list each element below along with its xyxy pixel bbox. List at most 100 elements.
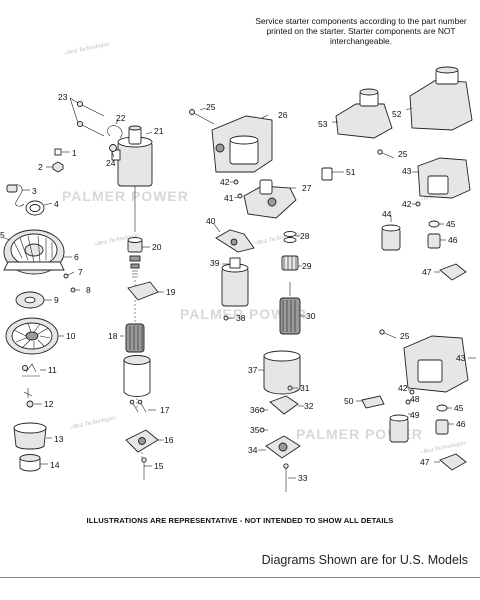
callout-51: 51 bbox=[346, 167, 356, 177]
part-23 bbox=[69, 97, 105, 137]
part-1 bbox=[54, 148, 70, 156]
part-31 bbox=[287, 385, 298, 391]
part-25-mid bbox=[379, 329, 397, 339]
part-14 bbox=[19, 454, 48, 472]
callout-47b: 47 bbox=[420, 457, 430, 467]
part-43-bottom bbox=[403, 335, 476, 393]
callout-23: 23 bbox=[58, 92, 68, 102]
part-27 bbox=[243, 179, 297, 219]
part-13 bbox=[13, 422, 52, 450]
callout-39: 39 bbox=[210, 258, 220, 268]
callout-15: 15 bbox=[154, 461, 164, 471]
callout-30: 30 bbox=[306, 311, 316, 321]
part-9 bbox=[15, 291, 52, 309]
callout-42c: 42 bbox=[398, 383, 408, 393]
callout-35: 35 bbox=[250, 425, 260, 435]
callout-47a: 47 bbox=[422, 267, 432, 277]
gear-stack bbox=[129, 255, 141, 322]
callout-25b: 25 bbox=[398, 149, 408, 159]
callout-28: 28 bbox=[300, 231, 310, 241]
part-51 bbox=[321, 167, 344, 181]
callout-52: 52 bbox=[392, 109, 402, 119]
callout-43b: 43 bbox=[456, 353, 466, 363]
part-6 bbox=[3, 256, 72, 271]
callout-26: 26 bbox=[278, 110, 288, 120]
part-50 bbox=[356, 395, 385, 409]
part-3 bbox=[6, 184, 30, 207]
part-4 bbox=[25, 200, 53, 216]
callout-46a: 46 bbox=[448, 235, 458, 245]
part-29 bbox=[281, 255, 302, 271]
callout-41: 41 bbox=[224, 193, 234, 203]
part-11 bbox=[22, 363, 46, 377]
part-33 bbox=[283, 463, 296, 492]
callout-38: 38 bbox=[236, 313, 246, 323]
part-43-top bbox=[412, 157, 471, 199]
callout-25c: 25 bbox=[400, 331, 410, 341]
part-25-right bbox=[377, 149, 395, 159]
callout-42b: 42 bbox=[402, 199, 412, 209]
part-25-top bbox=[189, 107, 215, 125]
callout-29: 29 bbox=[302, 261, 312, 271]
callout-19: 19 bbox=[166, 287, 176, 297]
part-42-right-bottom bbox=[408, 389, 415, 395]
callout-11: 11 bbox=[48, 365, 57, 375]
callout-45b: 45 bbox=[454, 403, 464, 413]
part-2 bbox=[46, 161, 64, 173]
part-40 bbox=[213, 223, 255, 253]
disclaimer: ILLUSTRATIONS ARE REPRESENTATIVE - NOT I… bbox=[86, 516, 394, 525]
callout-16: 16 bbox=[164, 435, 174, 445]
callout-33: 33 bbox=[298, 473, 308, 483]
part-48 bbox=[405, 399, 414, 405]
part-45-bottom bbox=[436, 404, 452, 412]
callout-48: 48 bbox=[410, 394, 420, 404]
callout-4: 4 bbox=[54, 199, 59, 209]
part-52 bbox=[405, 66, 473, 131]
part-45-top bbox=[428, 220, 444, 228]
motor-shell bbox=[123, 355, 151, 410]
callout-36: 36 bbox=[250, 405, 260, 415]
callout-14: 14 bbox=[50, 460, 60, 470]
part-44 bbox=[381, 216, 401, 251]
callout-49: 49 bbox=[410, 410, 420, 420]
part-18 bbox=[120, 323, 145, 353]
callout-3: 3 bbox=[32, 186, 37, 196]
part-15 bbox=[141, 457, 152, 480]
part-46-bottom bbox=[435, 419, 454, 435]
footer-note: Diagrams Shown are for U.S. Models bbox=[261, 553, 468, 567]
callout-46b: 46 bbox=[456, 419, 466, 429]
footer-rule bbox=[0, 577, 480, 578]
callout-27: 27 bbox=[302, 183, 312, 193]
part-41 bbox=[233, 193, 243, 199]
callout-53: 53 bbox=[318, 119, 328, 129]
part-32 bbox=[269, 395, 304, 415]
callout-50: 50 bbox=[344, 396, 354, 406]
callout-25a: 25 bbox=[206, 102, 216, 112]
callout-20: 20 bbox=[152, 242, 162, 252]
service-note: Service starter components according to … bbox=[255, 16, 467, 46]
part-49 bbox=[389, 413, 412, 443]
part-24 bbox=[109, 144, 117, 158]
callout-12: 12 bbox=[44, 399, 54, 409]
callout-7: 7 bbox=[78, 267, 83, 277]
part-34 bbox=[258, 435, 301, 459]
callout-1: 1 bbox=[72, 148, 77, 158]
part-47-top bbox=[434, 263, 467, 281]
part-42-center bbox=[230, 179, 239, 185]
part-20 bbox=[127, 186, 150, 253]
part-17 bbox=[129, 399, 156, 413]
part-19 bbox=[127, 281, 164, 301]
part-7 bbox=[63, 271, 75, 279]
part-16 bbox=[125, 429, 164, 460]
callout-2: 2 bbox=[38, 162, 43, 172]
part-21 bbox=[111, 125, 153, 187]
callout-18: 18 bbox=[108, 331, 118, 341]
callout-5: 5 bbox=[0, 230, 5, 240]
callout-43a: 43 bbox=[402, 166, 412, 176]
watermark: PALMER POWER bbox=[62, 188, 189, 204]
callout-10: 10 bbox=[66, 331, 76, 341]
callout-8: 8 bbox=[86, 285, 91, 295]
watermark: PALMER POWER bbox=[180, 306, 307, 322]
part-35 bbox=[259, 427, 268, 433]
